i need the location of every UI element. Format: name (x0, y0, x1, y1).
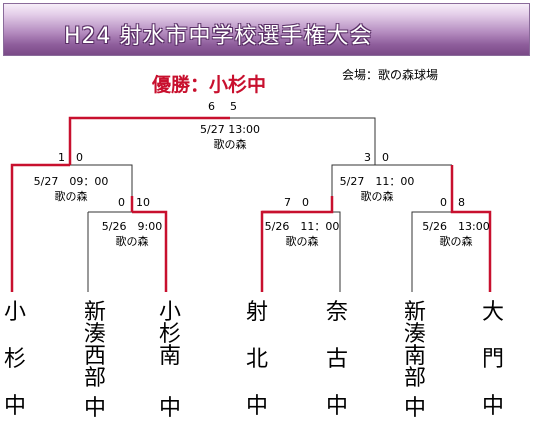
team-daimon: 大 門 中 (478, 302, 508, 418)
team-char: 部 (83, 366, 106, 391)
team-kosugi: 小 杉 中 (0, 302, 30, 418)
sf-right-info: 5/27 11：00 歌の森 (322, 174, 432, 204)
team-shinminato-nanbu: 新 湊 南 部 中 (400, 302, 430, 420)
qf-left-place: 歌の森 (115, 235, 149, 248)
sf-left-info: 5/27 09：00 歌の森 (16, 174, 126, 204)
team-kosugi-minami: 小 杉 南 中 (155, 302, 185, 420)
team-char: 杉 (3, 347, 26, 372)
sf-right-date: 5/27 11：00 (339, 175, 415, 188)
winner-lines (10, 116, 492, 292)
sf-right-place: 歌の森 (360, 190, 394, 203)
team-char: 南 (403, 344, 426, 369)
win-qf-left (132, 210, 168, 292)
team-char: 中 (403, 396, 426, 421)
team-char: 小 (158, 300, 181, 325)
team-char: 杉 (158, 322, 181, 347)
team-char: 中 (3, 394, 26, 419)
loser-lines (70, 117, 452, 292)
team-char: 中 (245, 394, 268, 419)
qf-right-score-right: 8 (458, 196, 465, 209)
sf-left-score-left: 1 (58, 151, 65, 164)
title-banner: H24 射水市中学校選手権大会 (3, 3, 530, 56)
team-char: 部 (403, 366, 426, 391)
team-char: 奈 (325, 300, 348, 325)
team-char: 新 (403, 300, 426, 325)
line-sf-right-left (331, 164, 375, 196)
qf-mid-info: 5/26 11：00 歌の森 (262, 219, 342, 249)
sf-left-place: 歌の森 (54, 190, 88, 203)
venue-label: 会場：歌の森球場 (342, 68, 439, 82)
qf-right-info: 5/26 13:00 歌の森 (416, 219, 496, 249)
qf-mid-date: 5/26 11：00 (264, 220, 340, 233)
final-place: 歌の森 (213, 138, 247, 151)
final-score-right: 5 (230, 100, 237, 113)
qf-mid-place: 歌の森 (285, 235, 319, 248)
champion-label: 優勝：小杉中 (152, 74, 267, 96)
team-char: 古 (325, 347, 348, 372)
line-final-right (230, 117, 376, 165)
sf-left-score-right: 0 (76, 151, 83, 164)
win-sf-left (10, 163, 70, 292)
team-char: 小 (3, 300, 26, 325)
final-info: 5/27 13:00 歌の森 (175, 122, 285, 152)
qf-left-score-right: 10 (136, 196, 150, 209)
team-char: 門 (481, 347, 504, 372)
team-char: 北 (245, 347, 268, 372)
win-qf-right (450, 165, 492, 292)
line-sf-left-right (70, 164, 133, 196)
qf-left-date: 5/26 9:00 (101, 220, 163, 233)
team-char: 南 (158, 344, 181, 369)
team-shahoku: 射 北 中 (242, 302, 272, 418)
win-final (68, 116, 230, 165)
team-char: 中 (481, 394, 504, 419)
team-char: 射 (245, 300, 268, 325)
team-char: 中 (325, 394, 348, 419)
final-score-left: 6 (208, 100, 215, 113)
team-char: 中 (83, 396, 106, 421)
team-char: 大 (481, 300, 504, 325)
qf-left-info: 5/26 9:00 歌の森 (92, 219, 172, 249)
sf-left-date: 5/27 09：00 (33, 175, 109, 188)
qf-mid-score-right: 0 (302, 196, 309, 209)
final-date: 5/27 13:00 (200, 123, 260, 136)
team-char: 湊 (403, 322, 426, 347)
sf-right-score-right: 0 (382, 151, 389, 164)
line-qf-right-left (411, 211, 452, 292)
qf-right-score-left: 0 (440, 196, 447, 209)
tournament-title: H24 射水市中学校選手権大会 (64, 24, 373, 49)
team-char: 西 (83, 344, 106, 369)
qf-left-score-left: 0 (118, 196, 125, 209)
team-nago: 奈 古 中 (322, 302, 352, 418)
team-char: 湊 (83, 322, 106, 347)
qf-mid-score-left: 7 (284, 196, 291, 209)
qf-right-place: 歌の森 (439, 235, 473, 248)
team-char: 中 (158, 396, 181, 421)
qf-right-date: 5/26 13:00 (422, 220, 490, 233)
team-shinminato-seibu: 新 湊 西 部 中 (80, 302, 110, 420)
sf-right-score-left: 3 (364, 151, 371, 164)
team-char: 新 (83, 300, 106, 325)
win-sf-right (260, 196, 334, 292)
